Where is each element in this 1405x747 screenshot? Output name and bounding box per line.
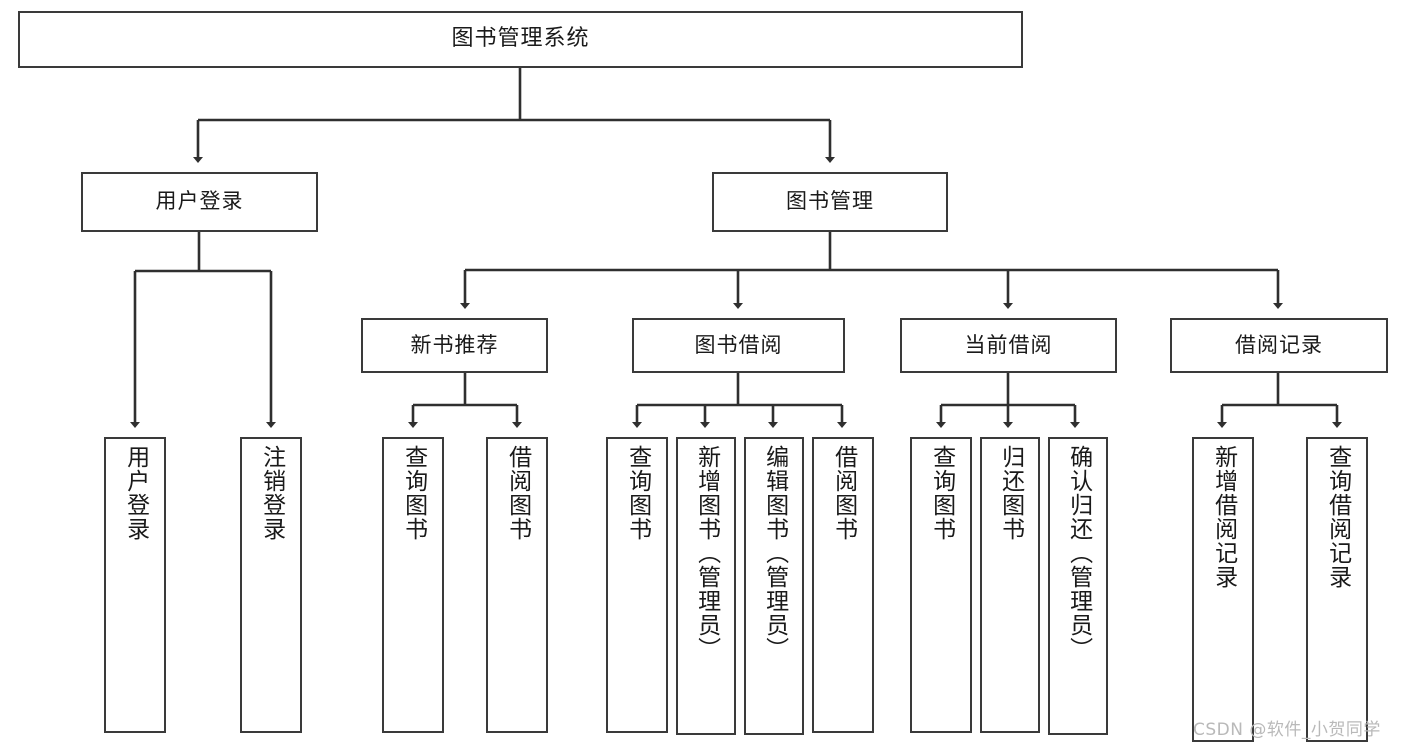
node-borrow-record-label: 借阅记录: [1235, 332, 1323, 357]
node-borrow-record[interactable]: 借阅记录: [1170, 318, 1388, 373]
node-leaf-return-book[interactable]: 归还图书: [980, 437, 1040, 733]
node-leaf-borrow-book-2[interactable]: 借阅图书: [812, 437, 874, 733]
node-leaf-confirm-return[interactable]: 确认归还（管理员）: [1048, 437, 1108, 735]
node-book-borrow[interactable]: 图书借阅: [632, 318, 845, 373]
node-user-login-label: 用户登录: [155, 189, 244, 214]
node-book-manage-label: 图书管理: [786, 189, 874, 214]
node-book-borrow-label: 图书借阅: [694, 332, 783, 357]
node-leaf-query-book-1[interactable]: 查询图书: [382, 437, 444, 733]
node-leaf-add-record-label: 新增借阅记录: [1210, 445, 1237, 589]
node-leaf-user-login-label: 用户登录: [122, 445, 149, 541]
node-current-borrow-label: 当前借阅: [964, 332, 1053, 357]
node-leaf-query-book-2-label: 查询图书: [624, 445, 651, 541]
node-leaf-query-book-2[interactable]: 查询图书: [606, 437, 668, 733]
node-leaf-confirm-return-label: 确认归还（管理员）: [1065, 445, 1092, 661]
node-new-book-recommend-label: 新书推荐: [410, 332, 499, 357]
node-book-manage[interactable]: 图书管理: [712, 172, 948, 232]
node-leaf-borrow-book-1[interactable]: 借阅图书: [486, 437, 548, 733]
node-leaf-query-book-1-label: 查询图书: [400, 445, 427, 541]
node-leaf-return-book-label: 归还图书: [997, 445, 1024, 541]
node-leaf-query-book-3[interactable]: 查询图书: [910, 437, 972, 733]
node-root-label: 图书管理系统: [451, 26, 590, 52]
node-leaf-user-logout[interactable]: 注销登录: [240, 437, 302, 733]
node-leaf-add-record[interactable]: 新增借阅记录: [1192, 437, 1254, 742]
node-leaf-add-book[interactable]: 新增图书（管理员）: [676, 437, 736, 735]
node-leaf-borrow-book-2-label: 借阅图书: [830, 445, 857, 541]
node-leaf-borrow-book-1-label: 借阅图书: [504, 445, 531, 541]
node-current-borrow[interactable]: 当前借阅: [900, 318, 1117, 373]
node-new-book-recommend[interactable]: 新书推荐: [361, 318, 548, 373]
node-leaf-add-book-label: 新增图书（管理员）: [693, 445, 720, 661]
node-root[interactable]: 图书管理系统: [18, 11, 1023, 68]
watermark: CSDN @软件_小贺同学: [1193, 720, 1381, 740]
node-leaf-edit-book-label: 编辑图书（管理员）: [761, 445, 788, 661]
node-user-login[interactable]: 用户登录: [81, 172, 318, 232]
node-leaf-user-login[interactable]: 用户登录: [104, 437, 166, 733]
node-leaf-user-logout-label: 注销登录: [258, 445, 285, 541]
node-leaf-query-book-3-label: 查询图书: [928, 445, 955, 541]
node-leaf-query-record[interactable]: 查询借阅记录: [1306, 437, 1368, 742]
node-leaf-edit-book[interactable]: 编辑图书（管理员）: [744, 437, 804, 735]
node-leaf-query-record-label: 查询借阅记录: [1324, 445, 1351, 589]
